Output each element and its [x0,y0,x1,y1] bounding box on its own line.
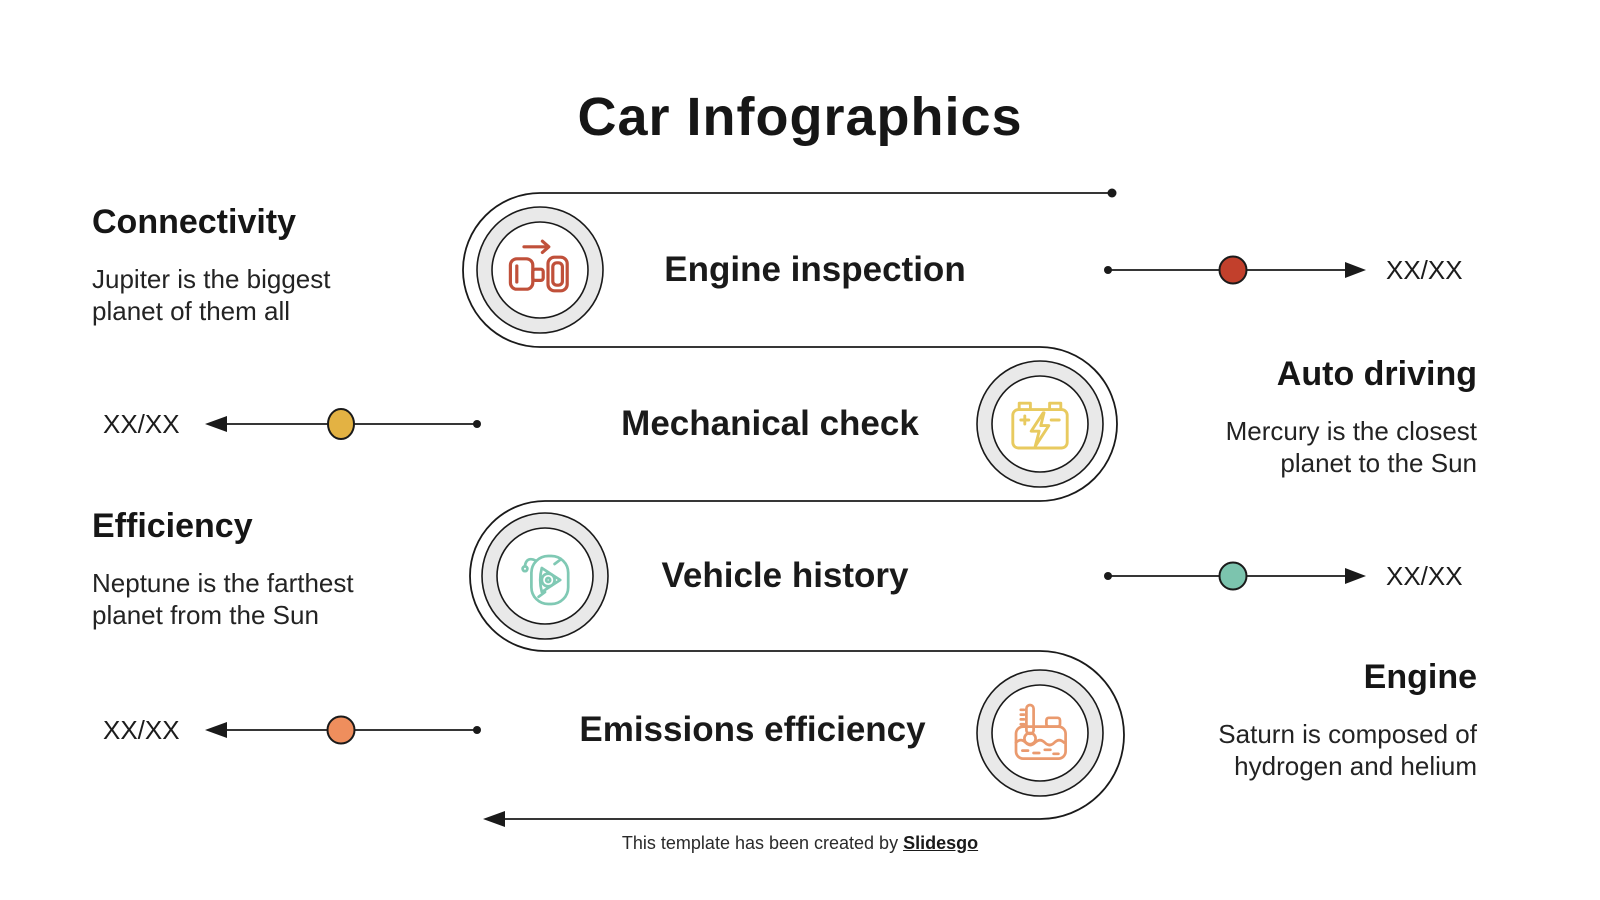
row3-arrow [1104,561,1366,591]
row2-milestone-dot [327,408,355,440]
footer-text: This template has been created by [621,833,904,853]
path-start-dot [1107,188,1117,198]
row2-label: Mechanical check [621,404,919,443]
car-battery-icon [1011,401,1069,450]
callout-connectivity: Connectivity Jupiter is the biggest plan… [92,201,330,327]
callout-efficiency: Efficiency Neptune is the farthest plane… [92,505,354,631]
callout-heading: Engine [1363,658,1477,696]
callout-body: Saturn is composed of hydrogen and heliu… [1218,719,1477,781]
row1-label: Engine inspection [664,250,966,289]
seatbelt-buckle-icon [508,239,569,293]
slidesgo-link[interactable]: Slidesgo [903,833,979,853]
callout-heading: Auto driving [1276,355,1477,393]
row4-arrow [205,715,481,745]
coolant-tank-icon [1014,703,1067,760]
callout-body: Mercury is the closest planet to the Sun [1225,416,1477,478]
row2-value: XX/XX [103,409,180,439]
page-title: Car Infographics [577,87,1023,147]
row2-arrow [205,408,481,440]
row4-milestone-dot [326,715,356,745]
row3-label: Vehicle history [661,556,909,595]
footer-credit: This template has been created by Slides… [0,833,1600,854]
row1-value: XX/XX [1386,255,1463,285]
rotary-engine-icon [521,554,570,606]
callout-auto-driving: Auto driving Mercury is the closest plan… [1226,353,1477,479]
callout-heading: Connectivity [92,203,297,241]
row1-milestone-dot [1218,255,1248,285]
callout-body: Jupiter is the biggest planet of them al… [92,264,331,326]
callout-body: Neptune is the farthest planet from the … [92,568,354,630]
callout-engine: Engine Saturn is composed of hydrogen an… [1218,656,1477,782]
callout-heading: Efficiency [92,507,253,545]
row4-value: XX/XX [103,715,180,745]
path-end-arrowhead [483,811,505,827]
serpentine-path [462,192,1125,820]
row1-arrow [1104,255,1366,285]
row3-milestone-dot [1218,561,1248,591]
row4-label: Emissions efficiency [579,710,926,749]
row3-value: XX/XX [1386,561,1463,591]
